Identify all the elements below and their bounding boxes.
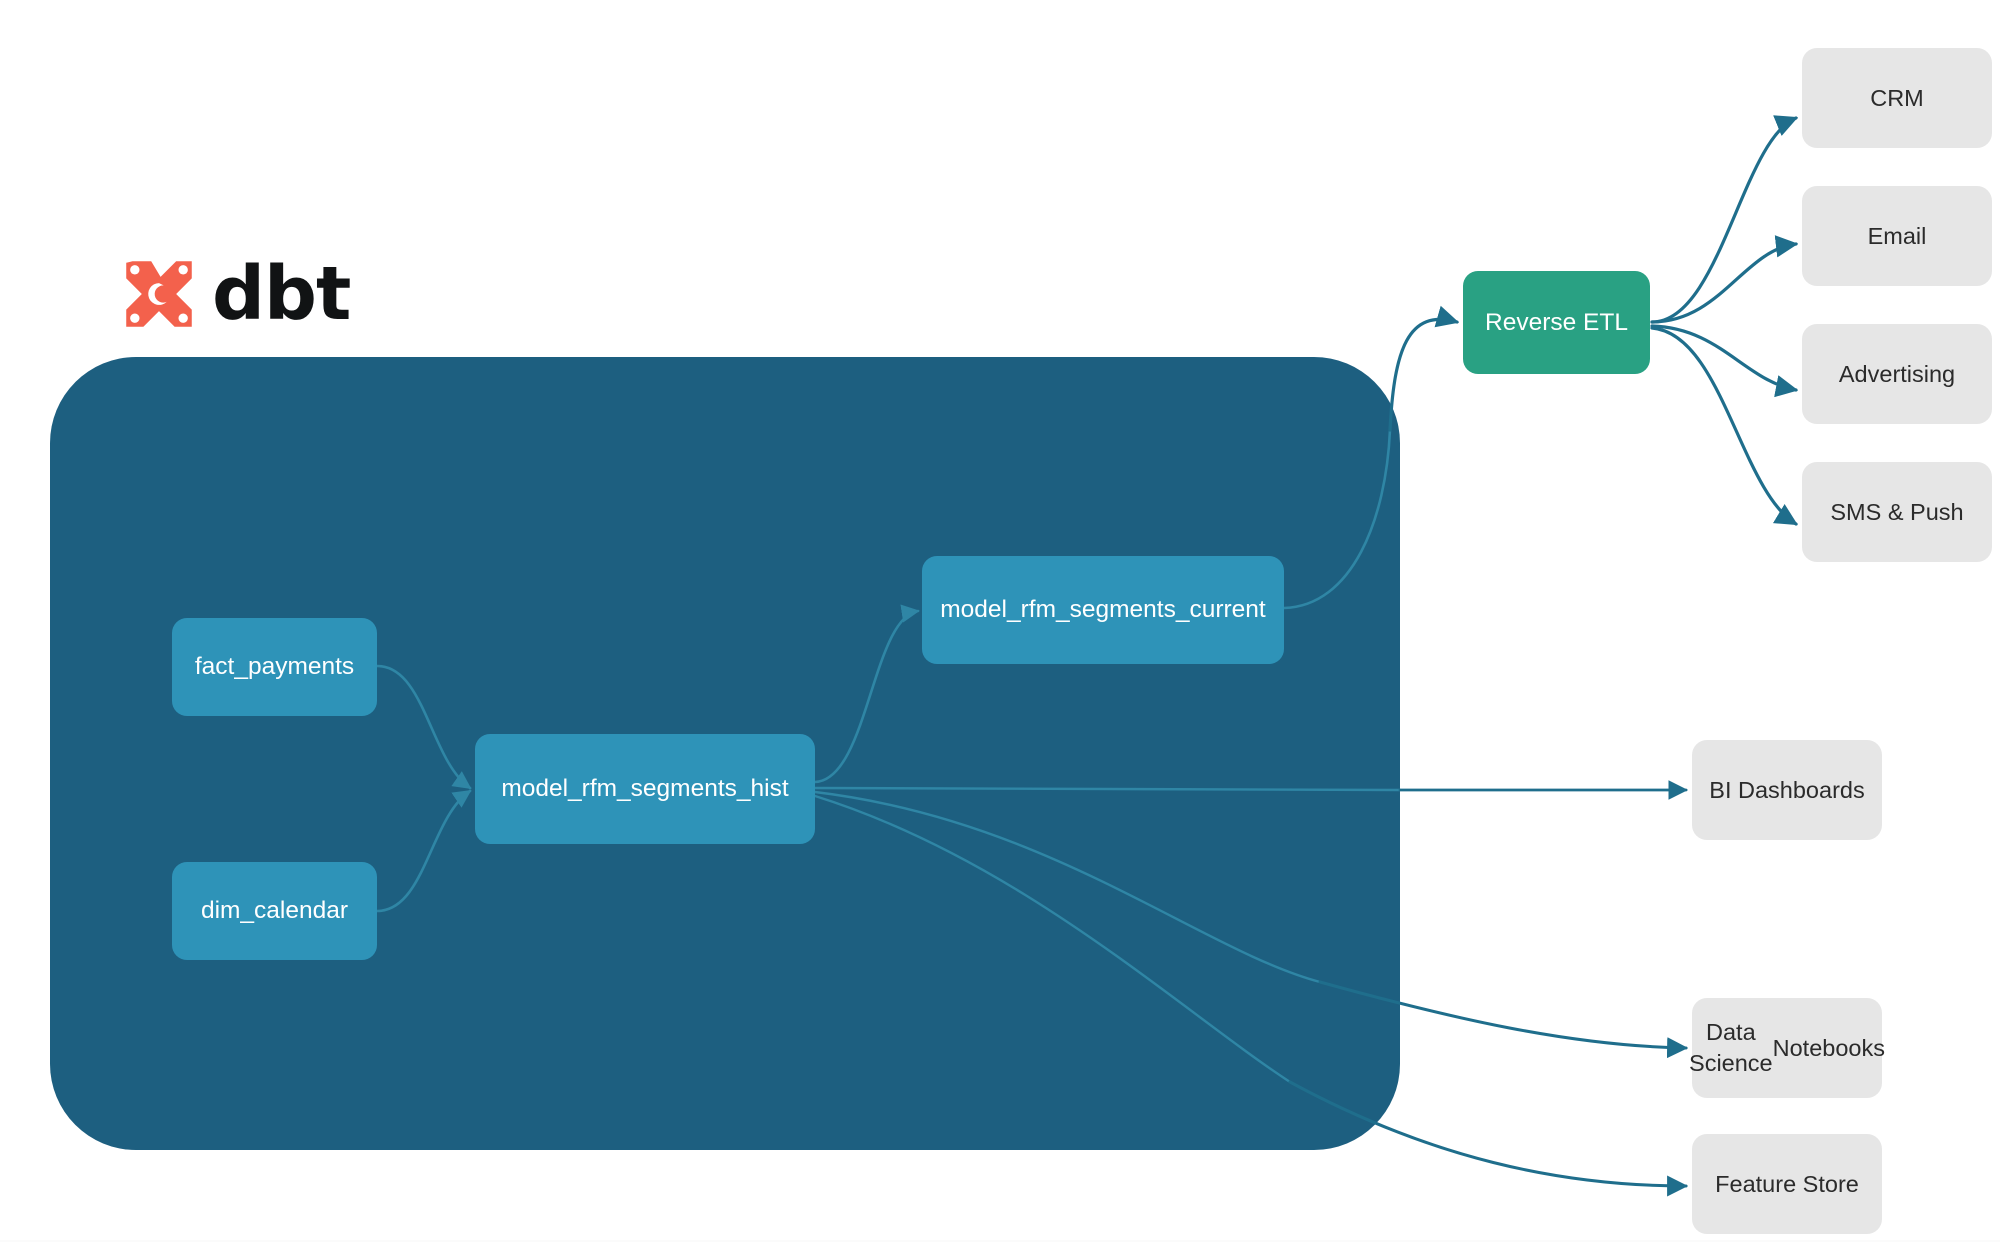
dbt-wordmark: dbt [212, 251, 351, 337]
node-data-science-notebooks[interactable]: Data Science Notebooks [1689, 998, 1885, 1098]
edge-current-to-reverse-etl-outside [1388, 305, 1460, 432]
node-advertising[interactable]: Advertising [1802, 324, 1992, 424]
dbt-logo-icon [126, 261, 192, 327]
node-reverse-etl[interactable]: Reverse ETL [1463, 271, 1650, 374]
node-bi-dashboards[interactable]: BI Dashboards [1692, 740, 1882, 840]
node-model-rfm-segments-hist[interactable]: model_rfm_segments_hist [475, 734, 815, 844]
bottom-hairline [0, 1240, 2000, 1242]
edge-reverse-etl-to-advertising [1650, 324, 1799, 398]
node-email[interactable]: Email [1802, 186, 1992, 286]
node-model-rfm-segments-current[interactable]: model_rfm_segments_current [922, 556, 1284, 664]
edge-reverse-etl-to-email [1650, 235, 1799, 324]
node-label-line-1: Data Science [1689, 1019, 1773, 1076]
node-fact-payments[interactable]: fact_payments [172, 618, 377, 716]
node-sms-push[interactable]: SMS & Push [1802, 462, 1992, 562]
dbt-logo: dbt [120, 251, 351, 337]
node-dim-calendar[interactable]: dim_calendar [172, 862, 377, 960]
node-crm[interactable]: CRM [1802, 48, 1992, 148]
node-feature-store[interactable]: Feature Store [1692, 1134, 1882, 1234]
edge-reverse-etl-to-crm [1650, 115, 1799, 324]
node-label-line-2: Notebooks [1772, 1034, 1885, 1061]
edge-reverse-etl-to-sms-push [1650, 326, 1798, 526]
